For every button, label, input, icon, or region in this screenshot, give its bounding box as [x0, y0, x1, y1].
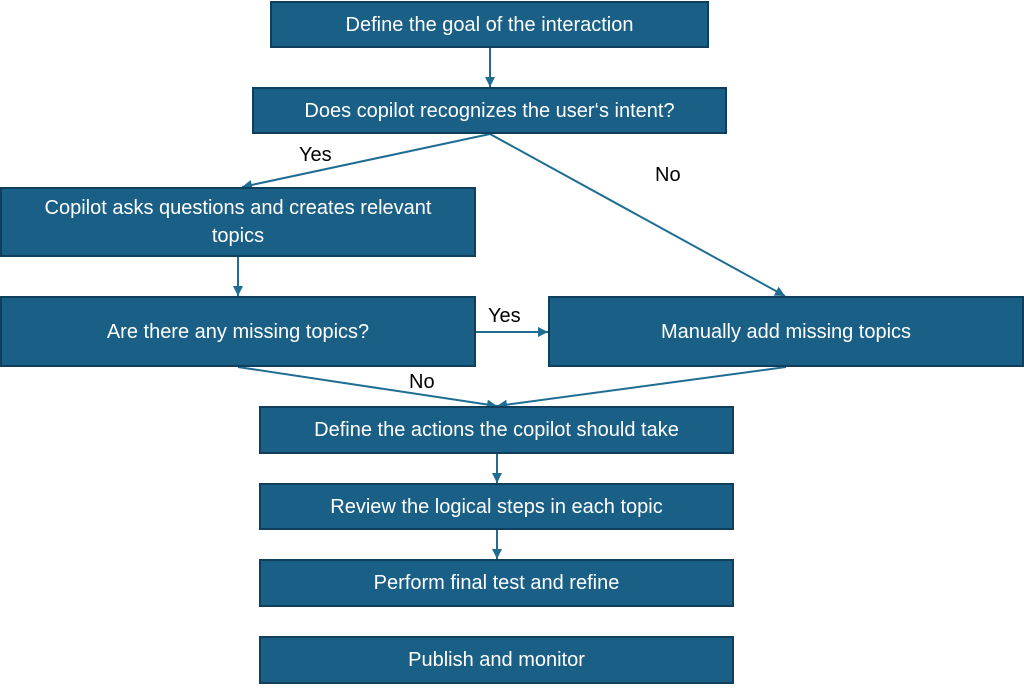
- step-define-actions: Define the actions the copilot should ta…: [259, 406, 734, 454]
- step-copilot-asks-label: Copilot asks questions and creates relev…: [44, 197, 432, 247]
- edge-label-missing-no: No: [409, 371, 435, 393]
- arrow-intent-no: [489, 133, 786, 297]
- step-define-actions-label: Define the actions the copilot should ta…: [314, 419, 679, 441]
- decision-recognize-intent-label: Does copilot recognizes the user‘s inten…: [304, 99, 675, 122]
- decision-missing-topics-label: Are there any missing topics?: [106, 320, 370, 343]
- step-manually-add-label: Manually add missing topics: [660, 320, 912, 343]
- step-define-goal: Define the goal of the interaction: [270, 1, 709, 48]
- edge-label-intent-no: No: [655, 164, 681, 186]
- arrow-intent-yes: [241, 133, 491, 190]
- step-copilot-asks: Copilot asks questions and creates relev…: [0, 187, 476, 257]
- edge-label-missing-yes: Yes: [488, 305, 521, 327]
- arrow-asks-to-missing: [233, 257, 243, 296]
- arrow-actions-to-review: [492, 454, 502, 483]
- step-final-test-label: Perform final test and refine: [373, 572, 620, 594]
- step-define-goal-label: Define the goal of the interaction: [345, 13, 634, 36]
- arrow-review-to-test: [492, 530, 502, 559]
- step-publish: Publish and monitor: [259, 636, 734, 684]
- step-publish-label: Publish and monitor: [408, 649, 585, 671]
- arrow-missing-yes: [476, 327, 548, 337]
- arrow-manual-to-actions: [496, 366, 787, 410]
- arrow-goal-to-intent: [485, 48, 495, 87]
- step-review-steps-label: Review the logical steps in each topic: [330, 495, 663, 518]
- step-final-test: Perform final test and refine: [259, 559, 734, 607]
- edge-label-intent-yes: Yes: [299, 144, 332, 166]
- step-manually-add: Manually add missing topics: [548, 296, 1024, 367]
- step-review-steps: Review the logical steps in each topic: [259, 483, 734, 530]
- arrow-missing-no: [237, 366, 498, 410]
- decision-missing-topics: Are there any missing topics?: [0, 296, 476, 367]
- decision-recognize-intent: Does copilot recognizes the user‘s inten…: [252, 87, 727, 134]
